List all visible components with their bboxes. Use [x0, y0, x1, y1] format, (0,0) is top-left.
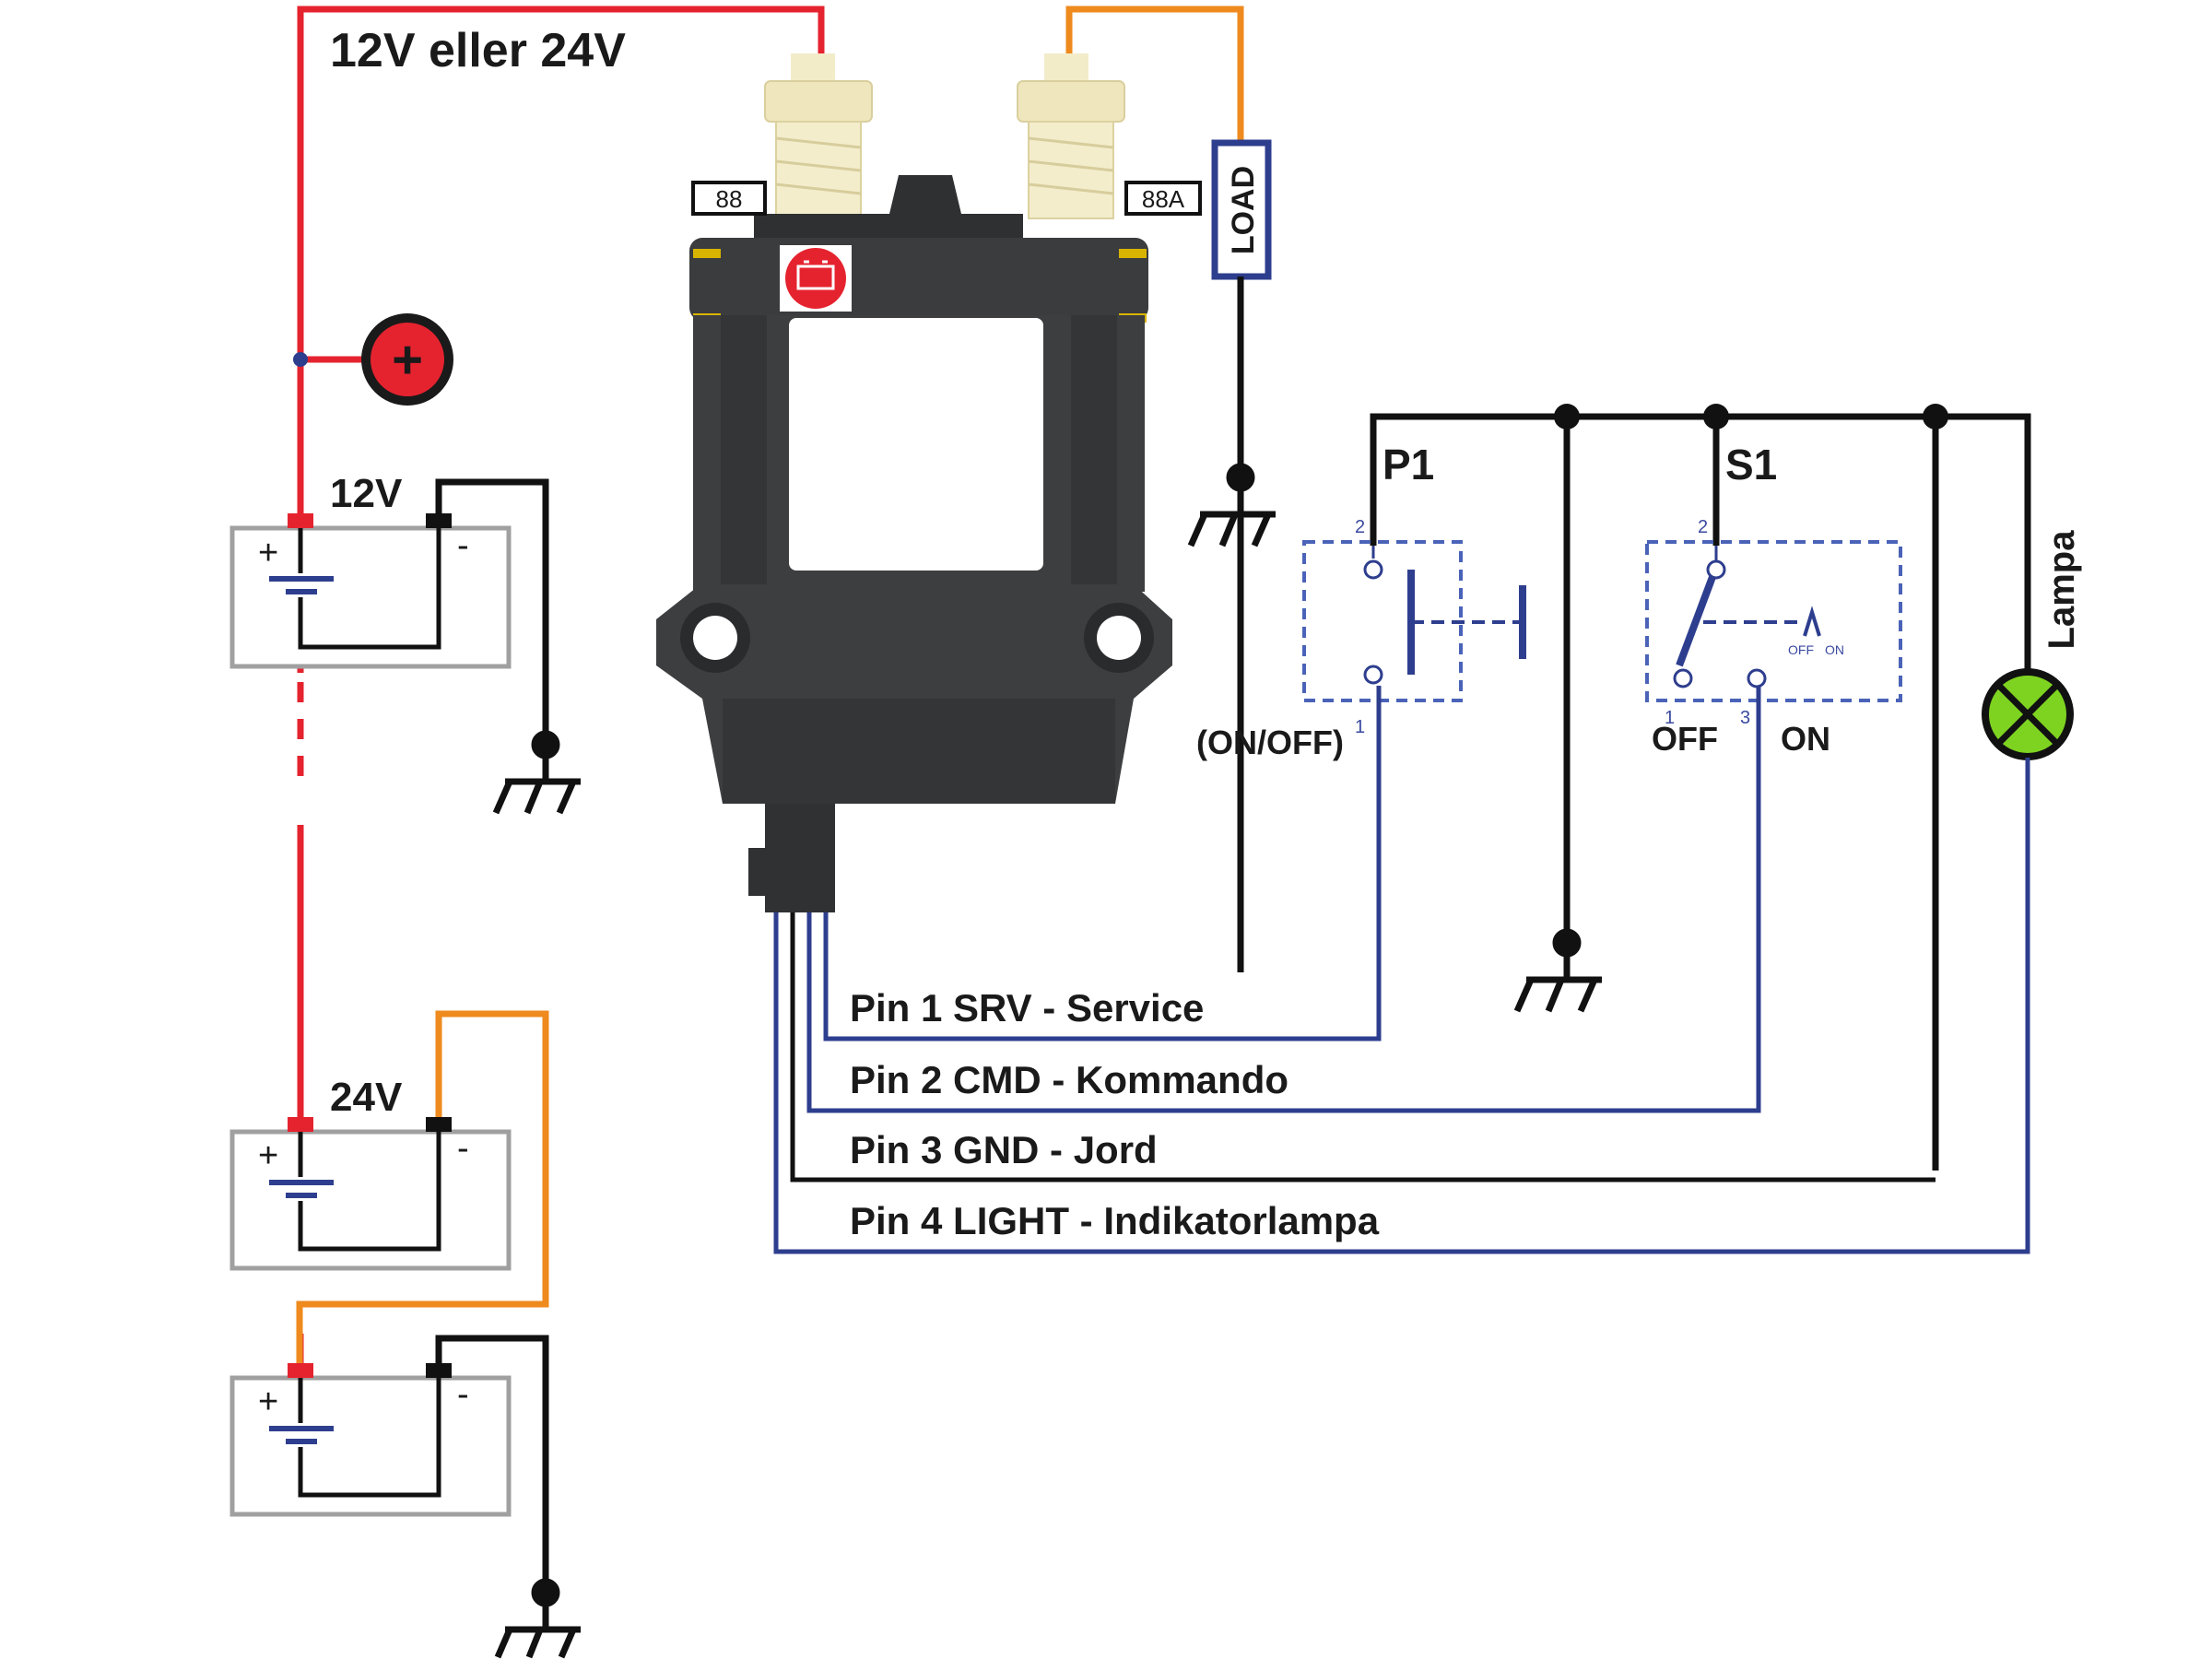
s1-pin-off: 1: [1665, 708, 1675, 728]
battery-24v-upper: 24V + -: [229, 1075, 512, 1271]
battery-12v-label: 12V: [330, 471, 403, 516]
ground-icon: [1187, 463, 1276, 547]
lamp-icon: Lampa: [1982, 530, 2082, 760]
junction-dot: [1703, 404, 1729, 429]
diagram-title: 12V eller 24V: [330, 24, 626, 77]
terminal-label-88a: 88A: [1124, 181, 1202, 216]
minus-sign: -: [457, 526, 469, 565]
battery-24v-lower: + -: [229, 1363, 512, 1517]
control-bus: [1370, 413, 2031, 1171]
plus-sign: +: [258, 1136, 278, 1175]
s1-tiny-off: OFF: [1788, 642, 1814, 657]
terminal-stud-88a: [1017, 53, 1125, 219]
svg-text:88A: 88A: [1142, 185, 1185, 213]
load-box: LOAD: [1211, 139, 1272, 280]
pin-3-label: Pin 3 GND - Jord: [850, 1128, 1158, 1171]
p1-pin-bottom: 1: [1355, 717, 1365, 737]
terminal-stud-88: [764, 53, 873, 219]
plus-sign: +: [258, 534, 278, 572]
battery-12v: 12V + -: [229, 471, 512, 669]
plus-sign: +: [258, 1382, 278, 1421]
s1-off-label: OFF: [1652, 720, 1718, 758]
minus-sign: -: [457, 1375, 469, 1414]
s1-tiny-on: ON: [1825, 642, 1844, 657]
p1-label: P1: [1382, 441, 1434, 488]
junction-dot: [1923, 404, 1948, 429]
battery-24v-label: 24V: [330, 1075, 403, 1120]
junction-dot: [1554, 404, 1580, 429]
p1-state-label: (ON/OFF): [1196, 724, 1344, 761]
load-label: LOAD: [1226, 166, 1261, 254]
pin-1-label: Pin 1 SRV - Service: [850, 986, 1204, 1030]
minus-sign: -: [457, 1129, 469, 1168]
s1-pin-top: 2: [1698, 517, 1708, 537]
junction-dot: [293, 352, 308, 367]
relay-unit: [656, 53, 1172, 912]
ground-icon: [494, 1578, 581, 1659]
ground-icon: [1513, 928, 1602, 1013]
battery-icon: [780, 245, 852, 312]
svg-text:+: +: [392, 330, 423, 390]
svg-text:88: 88: [716, 185, 743, 213]
terminal-label-88: 88: [691, 181, 767, 216]
s1-label: S1: [1725, 441, 1777, 488]
battery-ground-wires: [435, 478, 549, 1593]
s1-on-label: ON: [1781, 720, 1830, 758]
positive-marker-icon: +: [361, 313, 453, 406]
signal-wires: [773, 686, 2030, 1254]
p1-switch: P1 2 1 (ON/OFF): [1196, 441, 1526, 761]
p1-pin-top: 2: [1355, 517, 1365, 537]
ground-icon: [492, 730, 581, 815]
pin-4-label: Pin 4 LIGHT - Indikatorlampa: [850, 1199, 1380, 1242]
s1-pin-on: 3: [1740, 708, 1750, 728]
s1-switch: S1 OFF ON 2 1 3 OFF ON: [1645, 441, 1902, 758]
lamp-label: Lampa: [2041, 530, 2082, 650]
pin-2-label: Pin 2 CMD - Kommando: [850, 1058, 1288, 1101]
load-wire: [296, 6, 1244, 1369]
